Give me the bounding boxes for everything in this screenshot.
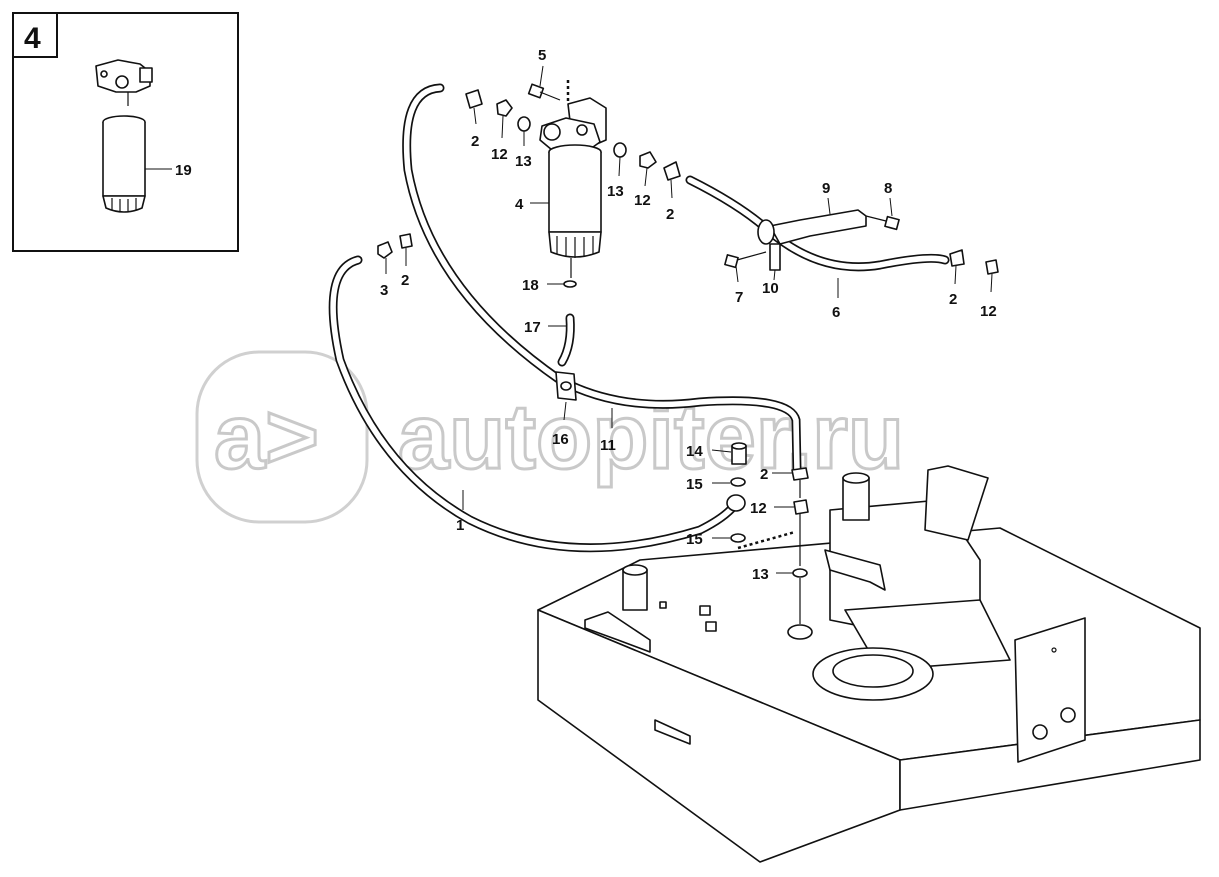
fittings-hose-6-end [949,249,999,275]
banjo-fitting [726,494,746,512]
label-10: 10 [762,280,779,297]
clip-10 [757,219,781,271]
label-19: 19 [175,162,192,179]
label-12-b: 12 [634,192,651,209]
label-6: 6 [832,304,840,321]
label-13-a: 13 [515,153,532,170]
label-1: 1 [456,517,464,534]
label-17: 17 [524,319,541,336]
label-12-d: 12 [750,500,767,517]
clip-16 [555,371,577,401]
label-2-a: 2 [401,272,409,289]
inset-number-box [12,12,58,58]
bolt-7 [724,251,767,269]
hose-1 [328,255,743,553]
label-12-c: 12 [980,303,997,320]
washer-15-lower [730,533,746,543]
label-3: 3 [380,282,388,299]
label-18: 18 [522,277,539,294]
inset-number: 4 [24,22,41,55]
banjo-bolt-14 [731,442,747,465]
inset-panel: 4 19 [12,12,239,252]
fittings-left-of-filter [465,89,531,132]
fittings-right-of-filter [613,142,681,181]
fittings-hose-1-end [377,233,413,259]
fuel-filter-assembly [539,80,607,288]
label-9: 9 [822,180,830,197]
label-14: 14 [686,443,703,460]
return-line-fittings [791,467,809,624]
label-15-a: 15 [686,476,703,493]
hose-11 [402,83,802,475]
inset-filter-cartridge [102,115,146,213]
label-15-b: 15 [686,531,703,548]
label-8: 8 [884,180,892,197]
label-2-d: 2 [949,291,957,308]
hose-17 [557,313,575,367]
label-4: 4 [515,196,524,213]
callouts: 1 2 3 2 12 13 5 4 13 12 2 18 17 [380,47,997,583]
bolt-5 [527,83,561,101]
label-16: 16 [552,431,569,448]
watermark-logo: a> [214,386,319,488]
inset-filter-head [95,59,153,106]
bracket-9 [769,209,867,245]
label-5: 5 [538,47,546,64]
label-13-c: 13 [752,566,769,583]
label-11: 11 [600,437,616,454]
label-7: 7 [735,289,743,306]
label-2-e: 2 [760,466,768,483]
washer-15-upper [730,477,746,487]
label-2-c: 2 [666,206,674,223]
label-13-b: 13 [607,183,624,200]
watermark-logo-frame [195,350,369,524]
hose-6 [685,175,950,272]
fuel-tank [537,465,1201,863]
label-12-a: 12 [491,146,508,163]
bolt-8 [865,215,900,231]
label-2-b: 2 [471,133,479,150]
